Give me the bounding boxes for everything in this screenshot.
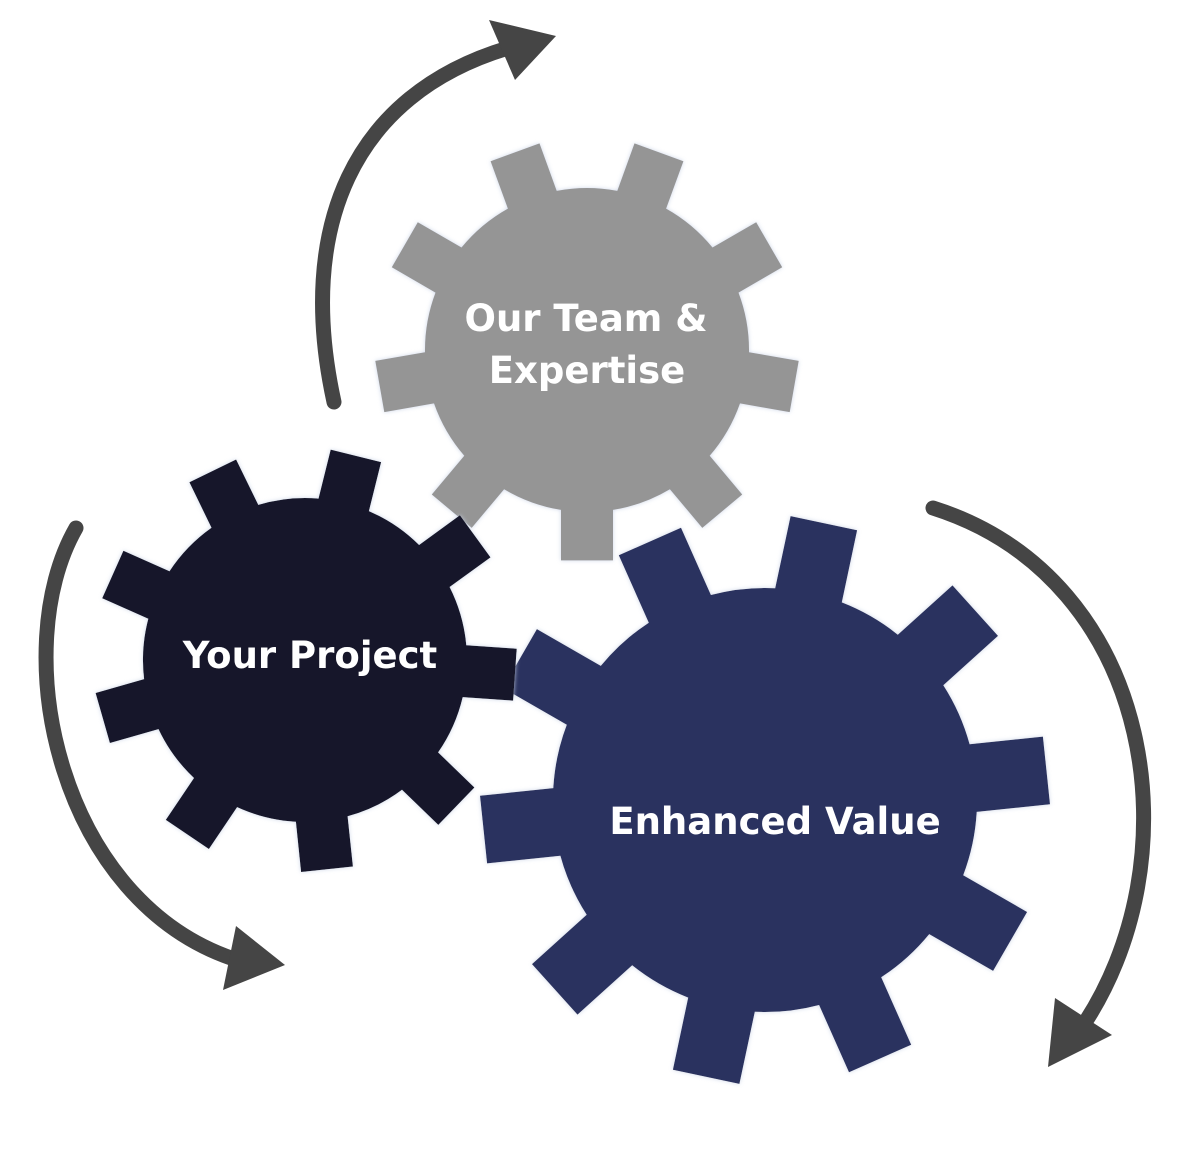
arrowhead-top-icon [489,20,556,80]
gear-project-icon [95,449,517,872]
rotation-arrows [38,20,1152,1067]
gear-value-icon [480,516,1050,1084]
gear-team-icon [375,143,799,561]
arrowhead-left-icon [223,926,285,990]
gear-your-project: Your Project [95,449,517,872]
arrow-right [925,500,1152,1038]
gear-our-team-expertise: Our Team & Expertise [375,143,799,561]
gear-value-label: Enhanced Value [609,800,940,843]
arrow-left [38,520,248,969]
arrow-top [315,40,516,410]
arrowhead-right-icon [1048,998,1112,1067]
gear-enhanced-value: Enhanced Value [480,516,1050,1084]
gear-project-label: Your Project [182,634,437,677]
gear-team-label-line1: Our Team & [464,297,707,340]
gear-team-label-line2: Expertise [489,349,685,392]
